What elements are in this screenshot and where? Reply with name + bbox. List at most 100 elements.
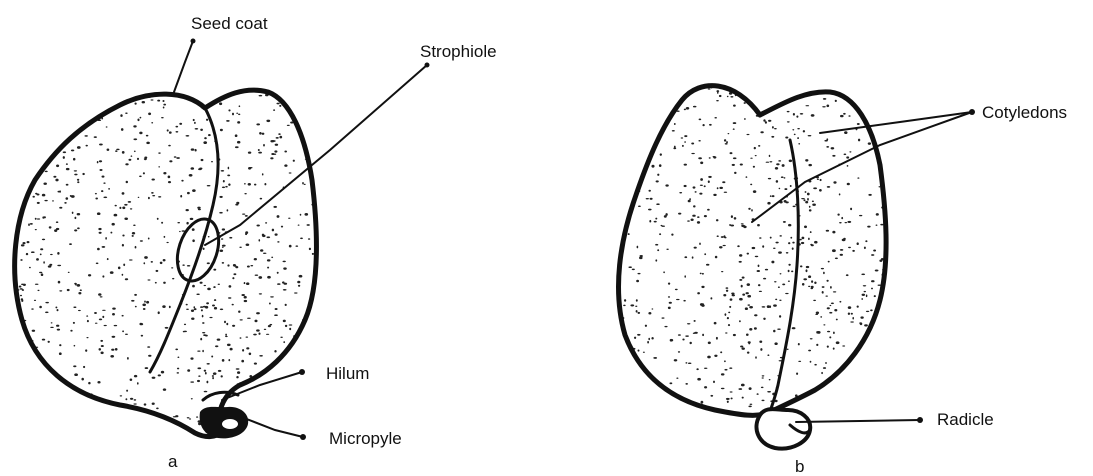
- stipple-dot: [28, 223, 30, 226]
- stipple-dot: [212, 375, 214, 377]
- stipple-dot: [724, 369, 727, 371]
- stipple-dot: [124, 204, 127, 206]
- stipple-dot: [295, 245, 298, 247]
- stipple-dot: [848, 115, 850, 117]
- stipple-dot: [816, 331, 818, 334]
- seed-coat-leader-dot: [191, 39, 196, 44]
- stipple-dot: [793, 113, 795, 116]
- stipple-dot: [684, 185, 687, 187]
- stipple-dot: [826, 230, 829, 232]
- stipple-dot: [657, 249, 659, 251]
- stipple-dot: [283, 267, 287, 269]
- label-strophiole: Strophiole: [420, 42, 497, 61]
- stipple-dot: [23, 284, 26, 286]
- stipple-dot: [99, 348, 102, 350]
- stipple-dot: [805, 191, 807, 193]
- stipple-dot: [727, 317, 729, 319]
- stipple-dot: [204, 285, 207, 286]
- stipple-dot: [759, 237, 762, 239]
- stipple-dot: [753, 166, 755, 168]
- stipple-dot: [190, 381, 194, 382]
- stipple-dot: [229, 237, 232, 239]
- stipple-dot: [698, 140, 700, 142]
- stipple-dot: [74, 170, 77, 171]
- stipple-dot: [266, 236, 270, 238]
- stipple-dot: [836, 341, 840, 344]
- stipple-dot: [151, 192, 154, 194]
- stipple-dot: [692, 256, 694, 258]
- stipple-dot: [726, 141, 728, 143]
- stipple-dot: [694, 320, 696, 322]
- cotyledons-leader-dot: [969, 109, 975, 115]
- stipple-dot: [814, 241, 818, 244]
- stipple-dot: [285, 325, 287, 327]
- stipple-dot: [171, 267, 173, 268]
- stipple-dot: [223, 180, 225, 182]
- micropyle-leader: [244, 418, 303, 437]
- label-seed-coat: Seed coat: [191, 14, 268, 33]
- stipple-dot: [716, 90, 719, 92]
- stipple-dot: [80, 289, 82, 291]
- stipple-dot: [777, 329, 781, 330]
- stipple-dot: [636, 310, 638, 313]
- stipple-dot: [684, 256, 687, 258]
- stipple-dot: [843, 113, 846, 115]
- stipple-dot: [66, 163, 68, 165]
- stipple-dot: [758, 265, 760, 268]
- stipple-dot: [242, 213, 245, 214]
- stipple-dot: [45, 311, 48, 313]
- stipple-dot: [148, 113, 151, 116]
- stipple-dot: [727, 96, 729, 97]
- stipple-dot: [26, 253, 28, 255]
- stipple-dot: [111, 349, 114, 351]
- stipple-dot: [779, 300, 781, 301]
- stipple-dot: [823, 367, 826, 369]
- stipple-dot: [207, 185, 211, 186]
- stipple-dot: [140, 117, 142, 119]
- stipple-dot: [829, 312, 832, 314]
- stipple-dot: [746, 176, 748, 178]
- stipple-dot: [50, 254, 53, 255]
- stipple-dot: [775, 242, 778, 244]
- stipple-dot: [787, 349, 789, 350]
- stipple-dot: [266, 334, 269, 335]
- stipple-dot: [757, 270, 760, 272]
- stipple-dot: [725, 287, 728, 289]
- stipple-dot: [253, 334, 257, 336]
- stipple-dot: [122, 151, 125, 154]
- stipple-dot: [758, 284, 760, 286]
- stipple-dot: [262, 234, 264, 237]
- stipple-dot: [820, 316, 822, 318]
- stipple-dot: [42, 339, 45, 341]
- stipple-dot: [120, 114, 122, 117]
- stipple-dot: [745, 307, 748, 310]
- stipple-dot: [245, 231, 248, 234]
- stipple-dot: [66, 184, 69, 186]
- stipple-dot: [850, 321, 854, 322]
- stipple-dot: [125, 334, 128, 335]
- stipple-dot: [646, 198, 649, 199]
- stipple-dot: [699, 242, 701, 245]
- stipple-dot: [792, 129, 794, 130]
- stipple-dot: [99, 144, 103, 146]
- stipple-dot: [769, 305, 771, 308]
- stipple-dot: [836, 319, 838, 321]
- stipple-dot: [792, 327, 796, 329]
- stipple-dot: [27, 241, 30, 243]
- stipple-dot: [237, 371, 240, 374]
- stipple-dot: [704, 386, 707, 388]
- stipple-dot: [254, 258, 257, 260]
- stipple-dot: [158, 152, 161, 153]
- stipple-dot: [63, 151, 66, 153]
- stipple-dot: [746, 134, 749, 135]
- stipple-dot: [152, 402, 155, 404]
- stipple-dot: [70, 195, 72, 197]
- stipple-dot: [227, 175, 230, 177]
- stipple-dot: [158, 196, 161, 197]
- stipple-dot: [201, 159, 204, 161]
- stipple-dot: [248, 167, 251, 170]
- stipple-dot: [733, 128, 735, 130]
- stipple-dot: [102, 275, 104, 277]
- stipple-dot: [56, 221, 59, 223]
- stipple-dot: [636, 280, 639, 283]
